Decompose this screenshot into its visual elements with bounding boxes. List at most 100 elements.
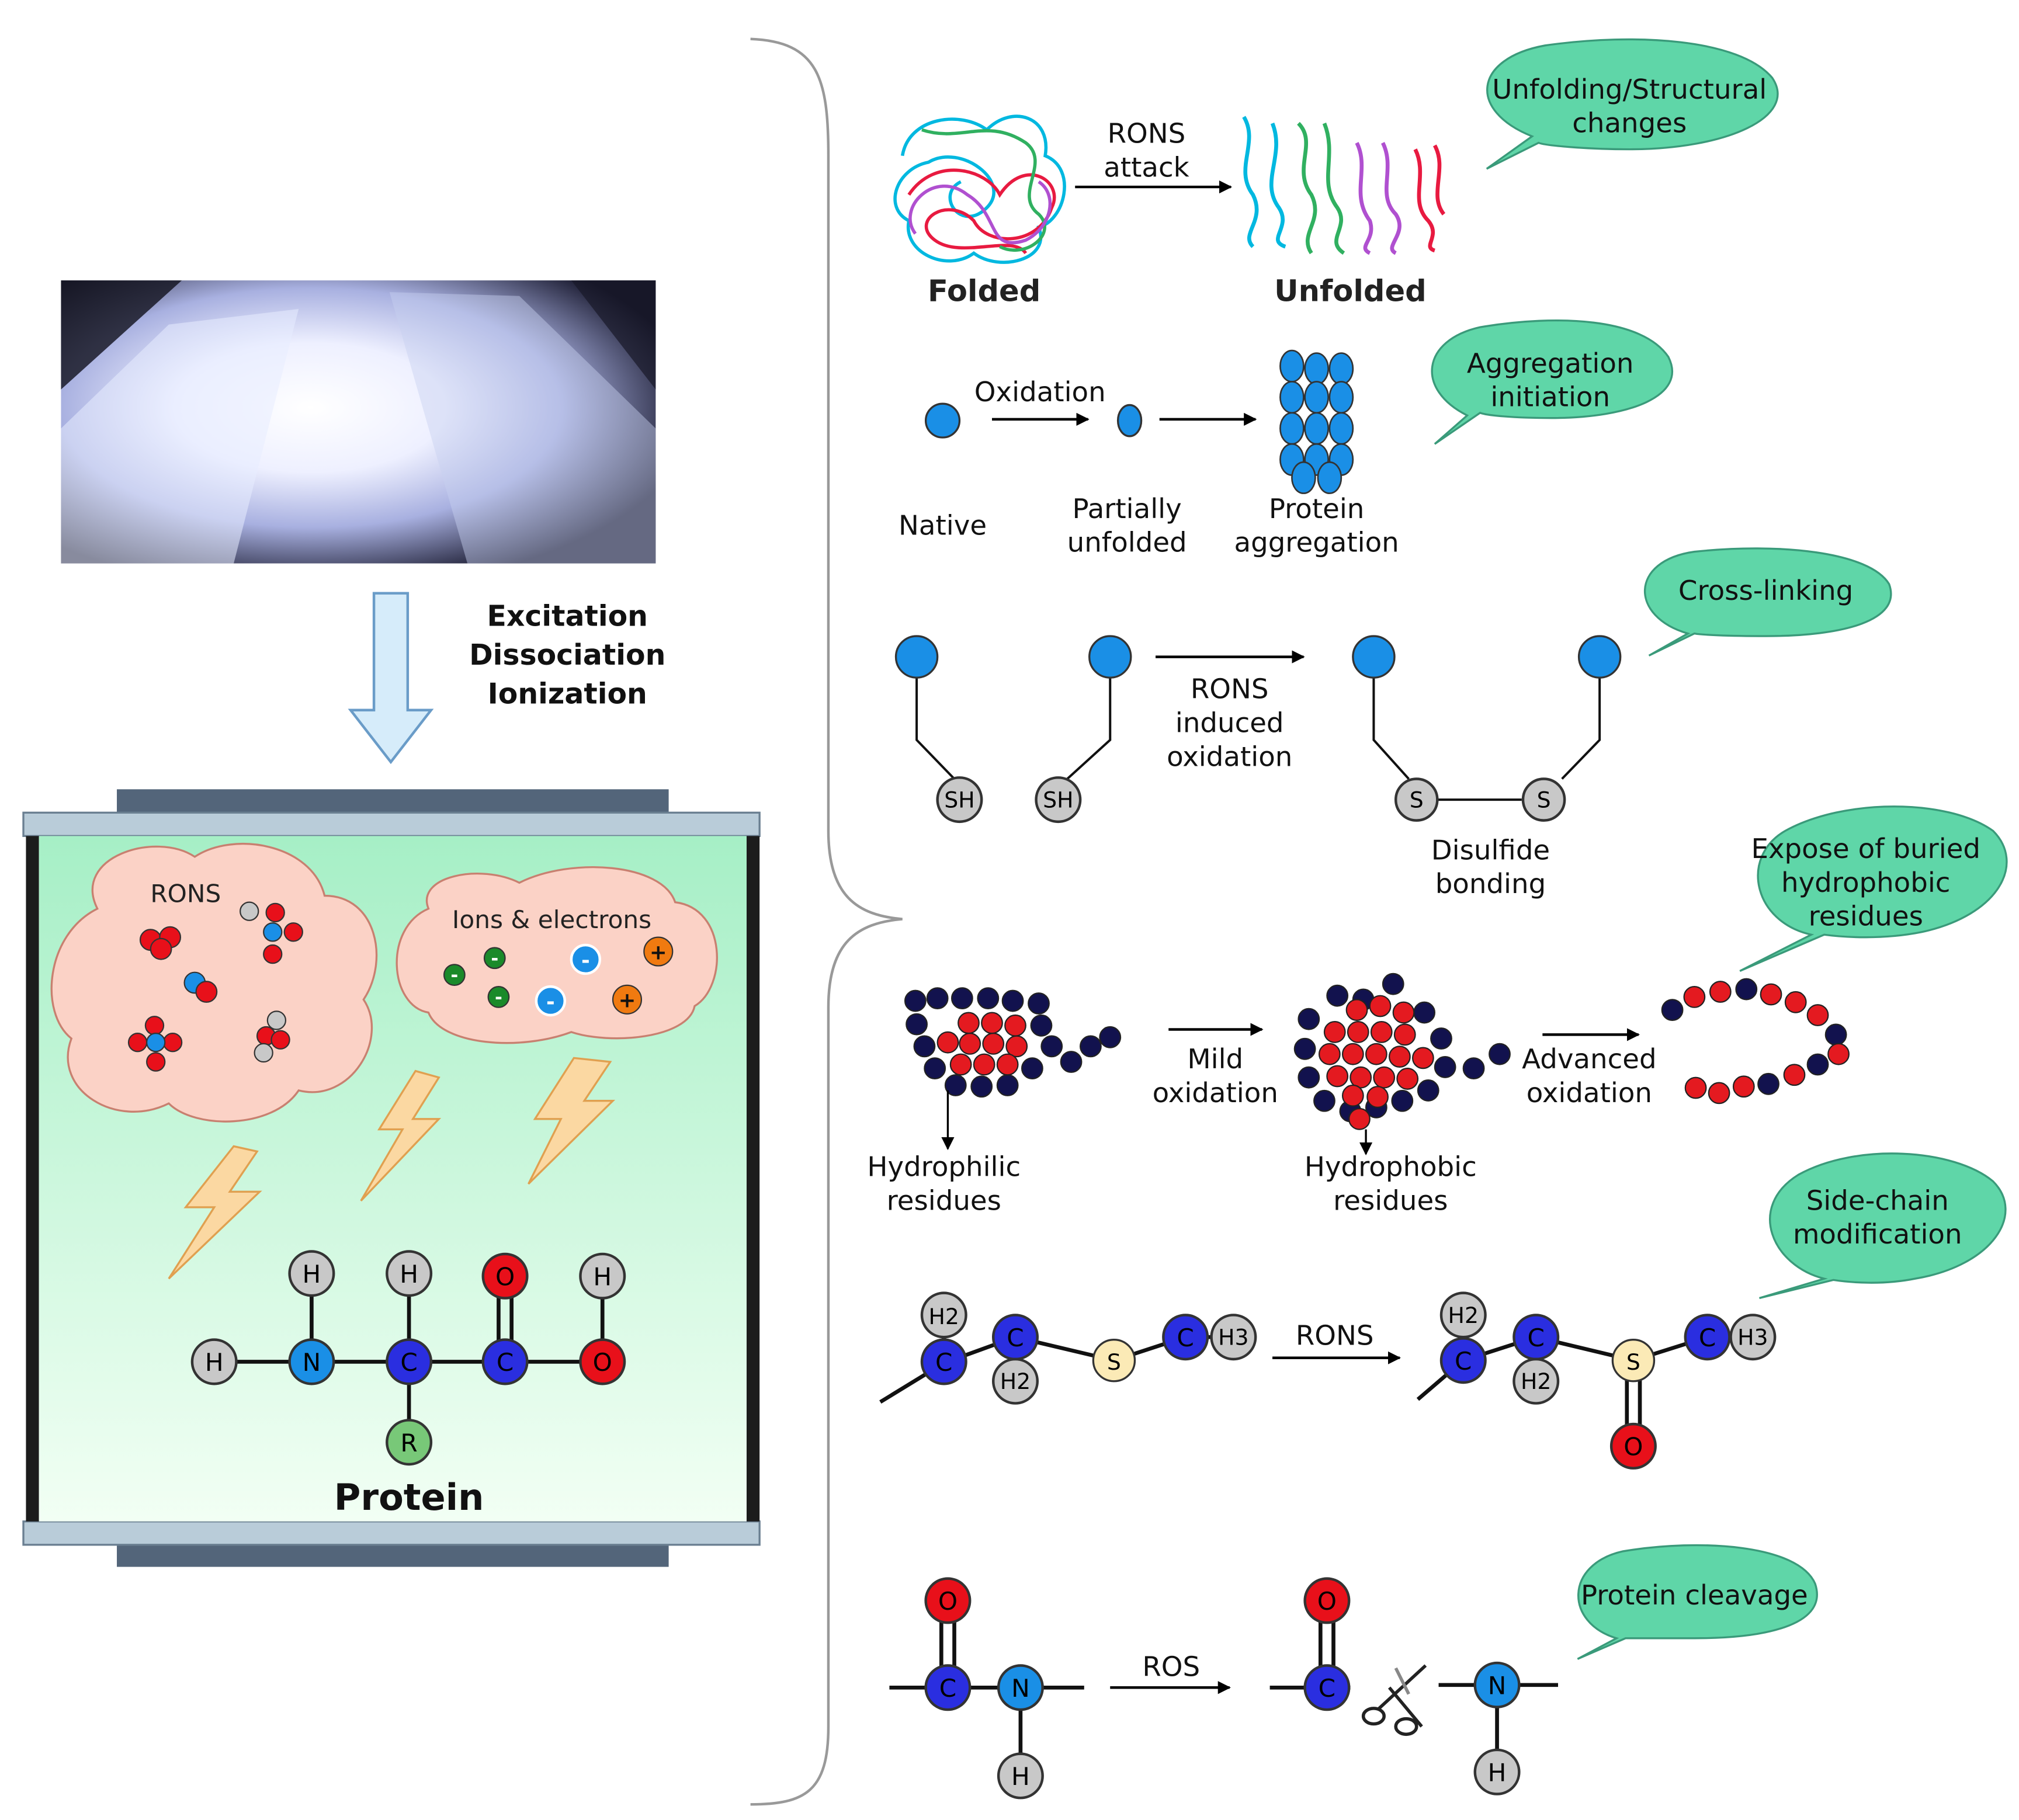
svg-text:O: O — [495, 1262, 515, 1291]
svg-text:residues: residues — [887, 1185, 1001, 1217]
svg-text:modification: modification — [1793, 1219, 1962, 1251]
electron: - — [570, 943, 602, 975]
svg-text:residues: residues — [1809, 901, 1923, 933]
speech-bubble-icon: Aggregation initiation — [1431, 319, 1673, 445]
process-ionization: Ionization — [488, 678, 647, 711]
svg-text:N: N — [303, 1348, 321, 1377]
svg-text:Partially: Partially — [1073, 494, 1182, 525]
svg-text:Cross-linking: Cross-linking — [1678, 575, 1853, 607]
native-protein — [924, 402, 961, 439]
atom-c: C — [1512, 1314, 1560, 1361]
positive-ion: + — [612, 984, 643, 1015]
atom-h: H — [579, 1252, 626, 1300]
speech-bubble-icon: Expose of buried hydrophobic residues — [1739, 805, 2008, 972]
svg-text:H: H — [1488, 1758, 1507, 1787]
unfolding-row: RONS attack Folded Unfolded Unfolding/St… — [893, 38, 1779, 309]
svg-text:Advanced: Advanced — [1522, 1044, 1656, 1075]
svg-text:C: C — [1699, 1324, 1716, 1352]
sulfur-atom: S — [1521, 777, 1566, 822]
svg-text:H: H — [303, 1260, 321, 1288]
h2-group: H2 — [991, 1357, 1039, 1405]
svg-text:oxidation: oxidation — [1167, 741, 1292, 773]
atom-c: C — [1684, 1314, 1731, 1361]
svg-text:attack: attack — [1104, 152, 1189, 183]
svg-text:Side-chain: Side-chain — [1806, 1185, 1949, 1217]
svg-text:H: H — [593, 1262, 612, 1291]
svg-text:initiation: initiation — [1490, 382, 1610, 414]
svg-text:C: C — [497, 1348, 514, 1377]
svg-text:-: - — [491, 948, 498, 969]
svg-text:S: S — [1626, 1349, 1640, 1375]
sulfur-atom: S — [1611, 1338, 1656, 1383]
svg-text:RONS: RONS — [1191, 674, 1269, 706]
svg-text:C: C — [939, 1674, 956, 1703]
svg-text:C: C — [1527, 1324, 1544, 1352]
atom-o: O — [579, 1338, 626, 1385]
svg-text:Unfolded: Unfolded — [1274, 275, 1427, 309]
svg-text:SH: SH — [1043, 787, 1073, 812]
svg-text:hydrophobic: hydrophobic — [1781, 867, 1950, 899]
atom-c: C — [481, 1338, 529, 1385]
thiol-group: SH — [1035, 776, 1082, 824]
svg-text:+: + — [619, 989, 636, 1013]
svg-text:-: - — [546, 990, 555, 1014]
atom-n: N — [997, 1664, 1044, 1711]
sidechain-row: H2 C C H2 S C H3 RONS H2 C C H2 S O C H3… — [879, 1152, 2007, 1470]
crosslinking-row: SH SH S S RONS induced oxidation Disulfi… — [894, 547, 1892, 900]
plasma-photo — [61, 280, 656, 564]
amino-acid-structure: H N C C O H H O H R Protein — [190, 1250, 626, 1519]
atom-c: C — [1303, 1664, 1351, 1711]
svg-text:residues: residues — [1333, 1185, 1448, 1217]
svg-text:Protein cleavage: Protein cleavage — [1581, 1580, 1808, 1611]
atom-h: H — [190, 1338, 238, 1385]
svg-text:-: - — [450, 965, 458, 986]
svg-text:C: C — [1455, 1347, 1472, 1376]
atom-o: O — [1609, 1422, 1657, 1470]
svg-text:O: O — [593, 1348, 612, 1377]
unfolded-protein — [1242, 116, 1446, 255]
rons-cloud: RONS — [50, 842, 378, 1123]
svg-text:C: C — [935, 1348, 952, 1377]
molecule-h2o — [254, 1010, 290, 1063]
atom-c: C — [1439, 1337, 1487, 1384]
h2-group: H2 — [920, 1291, 967, 1339]
folded-protein — [893, 114, 1066, 264]
svg-text:-: - — [495, 987, 502, 1008]
protein-aggregate — [1279, 349, 1354, 494]
negative-ion: - — [443, 964, 466, 986]
svg-text:H: H — [1011, 1762, 1030, 1791]
svg-text:Oxidation: Oxidation — [974, 377, 1106, 408]
molecule-o2 — [139, 926, 182, 960]
svg-text:Protein: Protein — [1269, 494, 1365, 525]
svg-text:Expose of buried: Expose of buried — [1751, 833, 1980, 865]
scissors-icon — [1361, 1664, 1427, 1736]
svg-text:O: O — [1317, 1587, 1337, 1616]
h2-group: H2 — [1512, 1357, 1560, 1405]
speech-bubble-icon: Side-chain modification — [1759, 1152, 2007, 1300]
atom-c: C — [1162, 1314, 1209, 1361]
partially-exposed-protein — [1293, 972, 1511, 1130]
atom-o: O — [924, 1577, 972, 1624]
svg-text:Native: Native — [899, 510, 987, 542]
h2-group: H2 — [1439, 1291, 1487, 1339]
protein-label: Protein — [334, 1476, 484, 1519]
svg-text:induced: induced — [1175, 708, 1284, 739]
electron: - — [535, 985, 567, 1017]
h3-group: H3 — [1210, 1314, 1257, 1361]
svg-text:H2: H2 — [929, 1304, 959, 1329]
h3-group: H3 — [1729, 1314, 1777, 1361]
atom-h: H — [997, 1752, 1044, 1800]
svg-text:R: R — [400, 1429, 417, 1457]
partially-unfolded-protein — [1116, 404, 1143, 437]
svg-text:H: H — [400, 1260, 418, 1288]
rons-label: RONS — [150, 880, 221, 908]
process-excitation: Excitation — [487, 599, 647, 633]
svg-text:oxidation: oxidation — [1527, 1078, 1652, 1109]
atom-c: C — [924, 1664, 972, 1711]
svg-text:changes: changes — [1572, 108, 1687, 140]
svg-text:H2: H2 — [1000, 1369, 1031, 1394]
svg-text:Hydrophilic: Hydrophilic — [867, 1152, 1021, 1183]
aggregation-row: Oxidation Native Partially unfolded Prot… — [899, 319, 1673, 559]
atom-h: H — [386, 1250, 433, 1297]
